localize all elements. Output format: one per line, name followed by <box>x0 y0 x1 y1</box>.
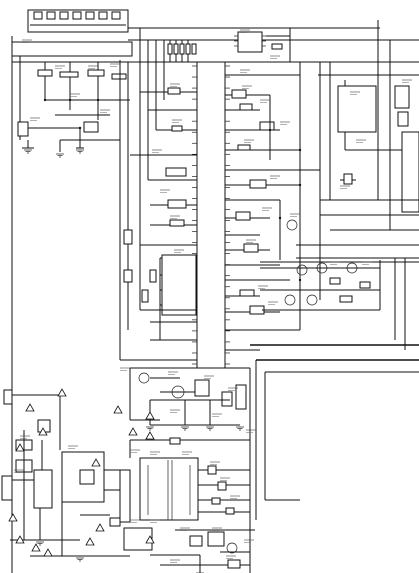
power-supply-section <box>1 389 200 557</box>
warning-triangle-icon <box>145 431 155 440</box>
main-ic <box>192 61 230 369</box>
warning-triangle-icon <box>8 513 18 522</box>
warning-triangle-icon <box>8 388 155 557</box>
warning-triangle-icon <box>85 537 95 546</box>
right-output-section <box>260 20 419 350</box>
top-connector-block <box>27 9 129 33</box>
ic-right-circuitry <box>225 62 321 351</box>
ic-left-components <box>119 60 197 361</box>
warning-triangle-icon <box>145 411 155 420</box>
warning-triangle-icon <box>43 548 53 557</box>
warning-triangle-icon <box>91 458 101 467</box>
warning-triangle-icon <box>15 443 25 452</box>
tuner-section <box>11 36 133 573</box>
warning-triangle-icon <box>95 523 105 532</box>
smps-transformer <box>129 437 250 521</box>
warning-triangle-icon <box>113 405 123 414</box>
top-bus-lines <box>128 27 419 310</box>
warning-triangle-icon <box>57 388 67 397</box>
ground-symbols <box>24 149 244 573</box>
warning-triangle-icon <box>38 427 48 436</box>
eeprom-ic <box>234 28 291 62</box>
warning-triangle-icon <box>145 535 155 544</box>
warning-triangle-icon <box>25 403 35 412</box>
horizontal-drive-section <box>129 368 247 426</box>
transistor-cluster <box>260 219 380 311</box>
warning-triangle-icon <box>128 427 138 436</box>
mid-bus-lines <box>130 309 419 573</box>
warning-triangle-icon <box>31 543 41 552</box>
bottom-regulators <box>160 499 300 573</box>
component-label-marks <box>14 29 412 563</box>
warning-triangle-icon <box>15 535 25 544</box>
